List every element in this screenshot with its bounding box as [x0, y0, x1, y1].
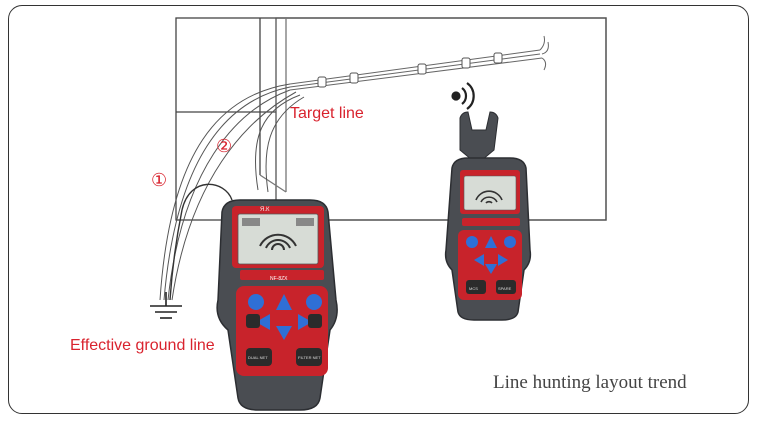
dual-net-label: DUAL NET: [248, 355, 268, 360]
receiver-screen-signal-icon: [475, 190, 503, 204]
receiver-down-arrow-icon: [485, 264, 497, 274]
transmitter-model: NF-8ZX: [270, 276, 288, 282]
ground-line-label: Effective ground line: [70, 337, 215, 354]
probe-wire: [169, 183, 233, 301]
transmitter-device: Я.К NF-8ZX DUAL NET FILTER NET: [216, 199, 338, 411]
power-button: [248, 294, 264, 310]
filter-net-label: FILTER NET: [298, 355, 321, 360]
transmitter-brand: Я.К: [260, 207, 270, 213]
up-arrow-icon: [276, 294, 292, 310]
receiver-up-arrow-icon: [485, 236, 497, 248]
right-arrow-icon: [298, 314, 312, 330]
receiver-right-arrow-icon: [498, 254, 508, 266]
cable-bundle: [289, 35, 549, 91]
dual-net-button: [246, 348, 272, 366]
wire-marker-1: ①: [151, 170, 168, 190]
filter-net-button: [296, 348, 322, 366]
receiver-mcs-label: MCS: [469, 286, 478, 291]
wire-marker-2: ②: [216, 136, 233, 156]
cable-clips: [317, 52, 503, 88]
wall-panel: [175, 17, 607, 221]
receiver-spare-label: SPARE: [498, 286, 512, 291]
left-arrow-icon: [256, 314, 270, 330]
diagram-frame: [8, 5, 749, 414]
receiver-power-button: [466, 236, 478, 248]
receiver-spare-button: [496, 280, 516, 294]
receiver-mode-button: [504, 236, 516, 248]
wireless-signal-icon: [451, 82, 475, 110]
receiver-left-arrow-icon: [474, 254, 484, 266]
screen-signal-icon: [259, 233, 297, 251]
down-arrow-icon: [276, 326, 292, 340]
mode-button: [306, 294, 322, 310]
headphone-button: [246, 314, 260, 328]
receiver-mcs-button: [466, 280, 486, 294]
receiver-device: MCS SPARE: [444, 111, 532, 321]
target-line-label: Target line: [290, 105, 364, 122]
ground-symbol: [150, 292, 182, 319]
volume-button: [308, 314, 322, 328]
diagram-caption: Line hunting layout trend: [493, 372, 687, 393]
